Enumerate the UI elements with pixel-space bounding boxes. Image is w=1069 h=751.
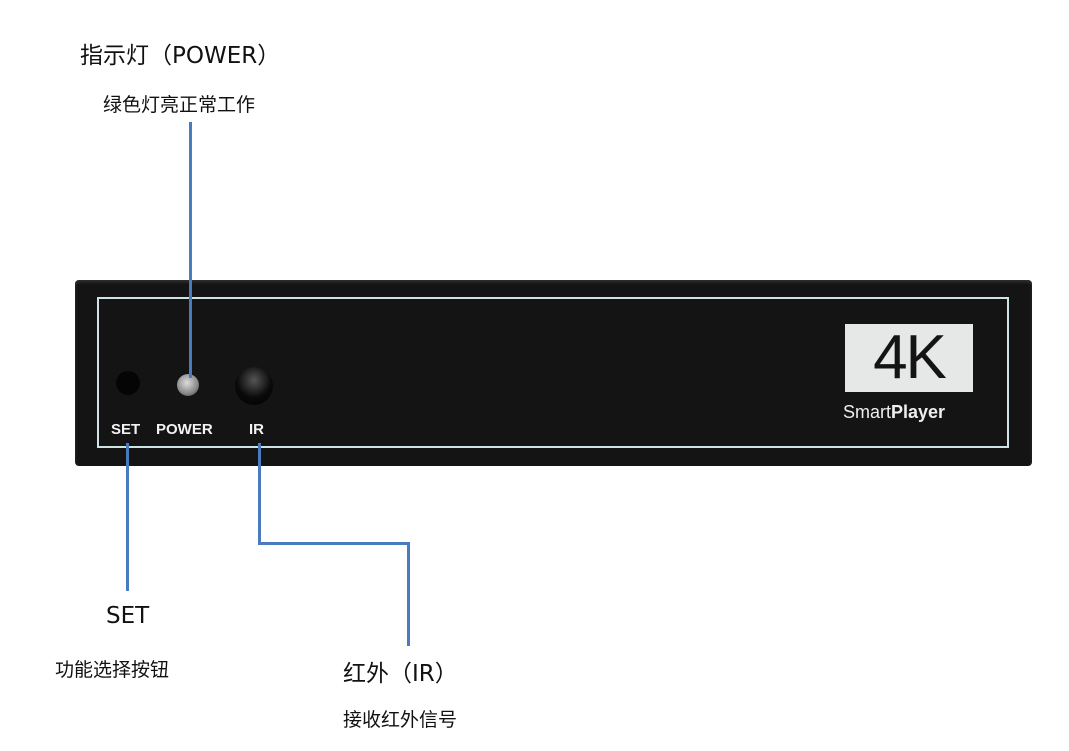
set-button-hole	[116, 371, 140, 395]
logo-player: Player	[891, 402, 946, 422]
ir-callout-desc: 接收红外信号	[343, 709, 458, 731]
power-label: POWER	[156, 421, 213, 438]
ir-leader-line-horizontal	[258, 542, 410, 545]
ir-label: IR	[249, 421, 264, 438]
power-leader-line	[189, 122, 192, 378]
set-label: SET	[111, 421, 141, 438]
ir-leader-line-vertical-2	[407, 542, 410, 646]
4k-logo-badge: 4K	[845, 324, 973, 392]
ir-receiver	[235, 367, 273, 405]
power-callout-title: 指示灯（POWER）	[80, 43, 281, 69]
smartplayer-logo: SmartPlayer	[843, 402, 945, 423]
set-leader-line	[126, 443, 129, 591]
power-led	[177, 374, 199, 396]
power-callout-desc: 绿色灯亮正常工作	[103, 94, 256, 116]
smartplayer-device: SET POWER IR 4K SmartPlayer	[75, 280, 1032, 466]
set-callout-desc: 功能选择按钮	[55, 659, 170, 681]
ir-leader-line-vertical-1	[258, 443, 261, 545]
set-callout-title: SET	[106, 603, 150, 629]
device-frame	[97, 297, 1009, 448]
ir-callout-title: 红外（IR）	[343, 661, 458, 687]
logo-smart: Smart	[843, 402, 892, 422]
